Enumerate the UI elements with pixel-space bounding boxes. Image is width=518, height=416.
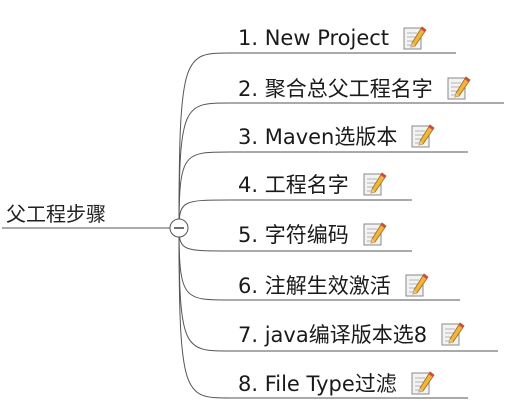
note-pencil-icon[interactable] bbox=[363, 171, 387, 197]
collapse-toggle-icon[interactable] bbox=[169, 218, 189, 238]
branch-topic-label: 3. Maven选版本 bbox=[238, 125, 398, 149]
branch-connector bbox=[178, 52, 231, 229]
branch-connector bbox=[178, 227, 231, 301]
branch-topic-label: 2. 聚合总父工程名字 bbox=[238, 77, 433, 101]
branch-topic[interactable]: 5. 字符编码 bbox=[238, 217, 387, 251]
branch-topic-label: 4. 工程名字 bbox=[238, 173, 349, 197]
branch-connector bbox=[178, 102, 231, 229]
branch-connector bbox=[178, 151, 231, 229]
branch-topic[interactable]: 7. java编译版本选8 bbox=[238, 317, 465, 351]
note-pencil-icon[interactable] bbox=[411, 370, 435, 396]
note-pencil-icon[interactable] bbox=[403, 25, 427, 51]
note-pencil-icon[interactable] bbox=[363, 221, 387, 247]
branch-topic[interactable]: 1. New Project bbox=[238, 21, 427, 55]
branch-topic-label: 6. 注解生效激活 bbox=[238, 274, 391, 298]
note-pencil-icon[interactable] bbox=[447, 75, 471, 101]
root-topic[interactable]: 父工程步骤 bbox=[6, 202, 106, 226]
branch-topic[interactable]: 2. 聚合总父工程名字 bbox=[238, 71, 471, 105]
branch-connector bbox=[178, 227, 231, 399]
branch-topic[interactable]: 8. File Type过滤 bbox=[238, 366, 435, 400]
branch-topic-label: 7. java编译版本选8 bbox=[238, 323, 428, 347]
branch-topic-label: 8. File Type过滤 bbox=[238, 372, 397, 396]
branch-topic-label: 5. 字符编码 bbox=[238, 223, 349, 247]
branch-topic[interactable]: 3. Maven选版本 bbox=[238, 119, 435, 153]
note-pencil-icon[interactable] bbox=[405, 272, 429, 298]
branch-topic[interactable]: 4. 工程名字 bbox=[238, 167, 387, 201]
note-pencil-icon[interactable] bbox=[441, 321, 465, 347]
note-pencil-icon[interactable] bbox=[411, 123, 435, 149]
branch-topic[interactable]: 6. 注解生效激活 bbox=[238, 268, 429, 302]
branch-topic-label: 1. New Project bbox=[238, 26, 390, 50]
